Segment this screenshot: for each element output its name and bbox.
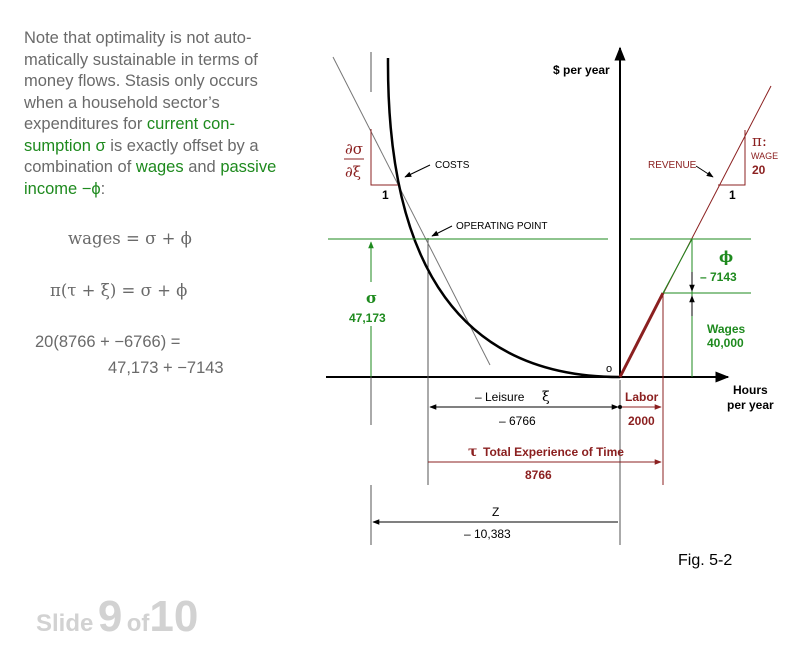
- labor-label: Labor: [625, 390, 659, 404]
- origin-marker: o: [606, 363, 612, 375]
- note-text-4: :: [100, 179, 106, 198]
- wages-value: 40,000: [707, 336, 744, 350]
- note-text-2: is exactly offset by a combination of: [24, 136, 259, 177]
- figure-caption: Fig. 5-2: [678, 552, 733, 569]
- wages-segment: [618, 292, 665, 378]
- leisure-symbol: ξ: [542, 389, 550, 405]
- phi-value: – 7143: [700, 270, 737, 284]
- note-current-consumption: current con-sumption σ: [24, 115, 235, 155]
- revenue-label: REVENUE: [648, 160, 697, 171]
- slide-current: 9: [97, 592, 123, 641]
- note-text-3: and: [183, 158, 221, 176]
- labor-value: 2000: [628, 414, 655, 428]
- tangent-line: [332, 56, 491, 366]
- total-time-value: 8766: [525, 468, 552, 482]
- costs-label: COSTS: [435, 160, 470, 171]
- slope-left-denominator: ∂ξ: [345, 163, 361, 181]
- x-axis-label-2: per year: [727, 398, 774, 412]
- equation-wages: wages = σ + ϕ: [68, 229, 192, 248]
- equation-numeric-line2: 47,173 + −7143: [108, 359, 224, 377]
- pi-label: π:: [752, 132, 767, 150]
- costs-pointer: [404, 164, 431, 178]
- note-wages: wages: [135, 158, 184, 176]
- operating-point-pointer: [431, 225, 453, 237]
- labor-dim-origin: [618, 405, 622, 409]
- wage-label: WAGE: [751, 151, 778, 161]
- slope-triangle-left: [370, 129, 398, 186]
- sigma-value: 47,173: [349, 311, 386, 325]
- slide-counter: Slide 9 of10: [36, 592, 198, 642]
- slide-word: Slide: [36, 610, 94, 637]
- slope-left-run: 1: [382, 188, 389, 202]
- slide-total: 10: [149, 592, 199, 641]
- operating-point-label: OPERATING POINT: [456, 221, 548, 232]
- tau-symbol: τ: [468, 444, 477, 460]
- revenue-pointer: [695, 165, 714, 178]
- wages-label: Wages: [707, 322, 746, 336]
- z-value: – 10,383: [464, 527, 511, 541]
- x-axis-label-1: Hours: [733, 383, 768, 397]
- total-time-label: Total Experience of Time: [483, 445, 624, 459]
- wage-value: 20: [752, 163, 766, 177]
- sigma-symbol: σ: [366, 289, 377, 307]
- y-axis-label: $ per year: [553, 63, 610, 77]
- slope-right-run: 1: [729, 188, 736, 202]
- cost-curve: [386, 57, 621, 379]
- equation-numeric-line1: 20(8766 + −6766) =: [35, 333, 181, 351]
- slope-left-numerator: ∂σ: [345, 140, 363, 158]
- slide-of: of: [126, 610, 150, 637]
- note-passive-income: passive income −ϕ: [24, 158, 277, 198]
- note-text-1: Note that optimality is not auto-matical…: [24, 29, 258, 133]
- equation-revenue: π(τ + ξ) = σ + ϕ: [50, 281, 188, 300]
- leisure-label: – Leisure: [475, 390, 525, 404]
- phi-line: [662, 238, 693, 294]
- phi-symbol: ϕ: [719, 248, 733, 266]
- z-label: Z: [492, 505, 499, 519]
- leisure-value: – 6766: [499, 414, 536, 428]
- slope-triangle-right: [718, 130, 746, 186]
- explanation-note: Note that optimality is not auto-matical…: [24, 28, 292, 200]
